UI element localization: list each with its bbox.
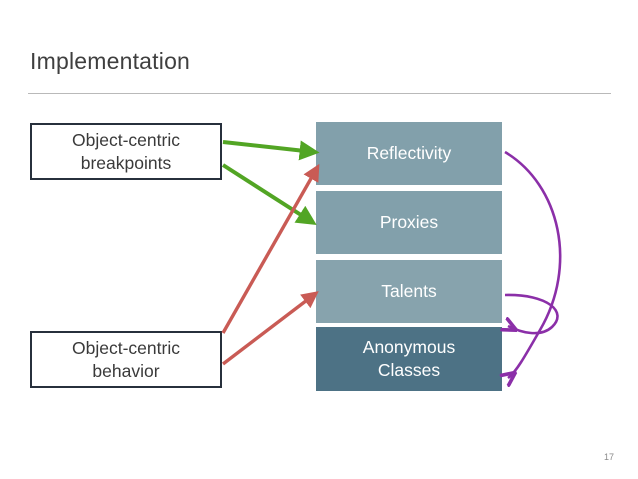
arrow-behavior-to-reflectivity (221, 163, 320, 334)
stack-bar-proxies[interactable]: Proxies (316, 191, 502, 254)
arrow-breakpoints-to-reflectivity (222, 140, 320, 161)
page-title: Implementation (30, 48, 191, 74)
stack-bar-label-line-2: Classes (377, 360, 441, 380)
box-label-line-2: behavior (92, 360, 160, 381)
box-object-centric-breakpoints[interactable]: Object-centric breakpoints (30, 123, 222, 180)
box-object-centric-behavior[interactable]: Object-centric behavior (30, 331, 222, 388)
box-label-line-1: Object-centric (72, 130, 180, 151)
arrow-breakpoints-to-proxies (221, 163, 317, 226)
stack-bar-label: Proxies (379, 212, 439, 233)
stack-bar-label: Talents (381, 281, 437, 302)
stack-bar-talents[interactable]: Talents (316, 260, 502, 323)
page-number: 17 (603, 452, 614, 462)
stack-bar-label-line-1: Anonymous (362, 337, 456, 358)
stack-bar-label: Reflectivity (366, 143, 452, 164)
stack-bar-anonymous-classes[interactable]: Anonymous Classes (316, 327, 502, 391)
arrow-behavior-to-talents (221, 291, 319, 366)
box-label-line-2: breakpoints (80, 152, 172, 173)
title-divider (28, 93, 611, 94)
box-label-line-1: Object-centric (72, 338, 180, 359)
arrow-talents-to-anonymous (505, 293, 559, 335)
arrow-reflectivity-to-anonymous (505, 150, 562, 378)
stack-bar-reflectivity[interactable]: Reflectivity (316, 122, 502, 185)
